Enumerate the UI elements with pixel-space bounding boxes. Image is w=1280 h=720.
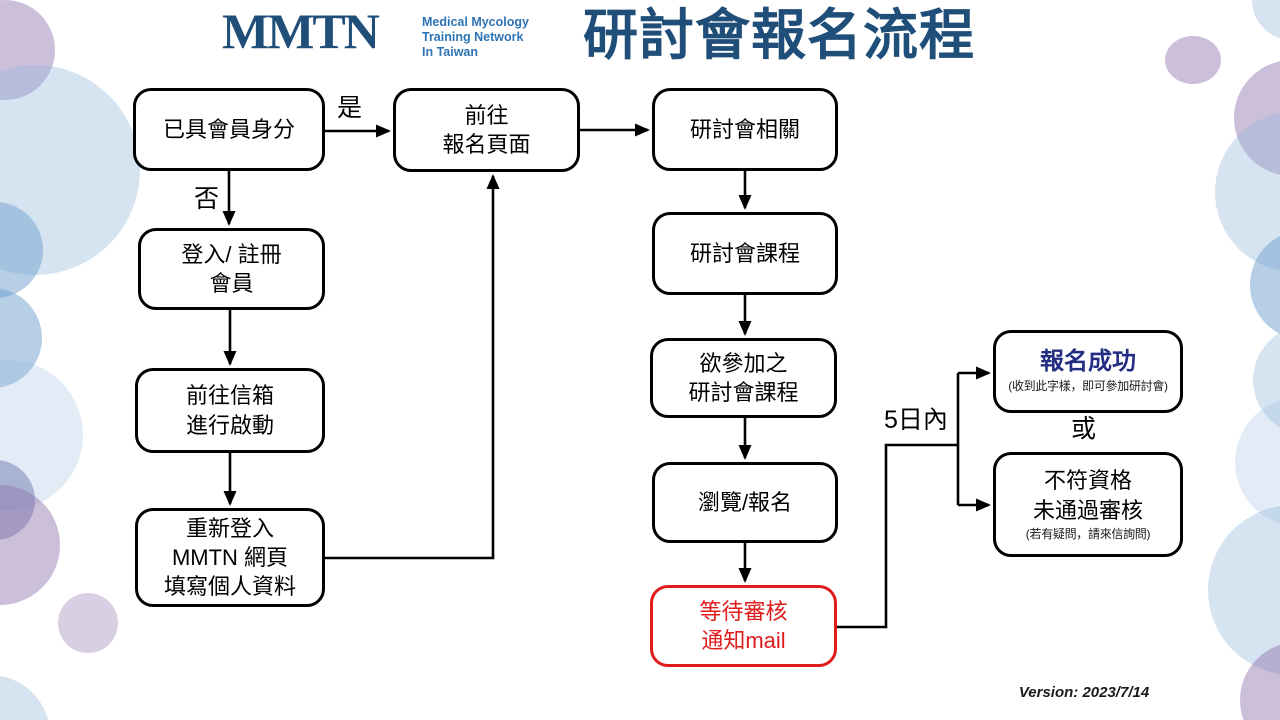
node-seminar-related: 研討會相關 <box>652 88 838 171</box>
node-seminar-courses: 研討會課程 <box>652 212 838 295</box>
label-within-5-days: 5日內 <box>884 406 948 434</box>
node-text: 不符資格 <box>1043 468 1132 494</box>
node-text: 欲參加之 <box>699 350 788 376</box>
node-browse-register: 瀏覽/報名 <box>652 462 838 543</box>
node-text: 登入/ 註冊 <box>181 241 282 267</box>
node-text: 通知mail <box>701 628 786 653</box>
node-text: 研討會課程 <box>689 240 800 266</box>
node-wait-review-mail: 等待審核 通知mail <box>650 585 837 667</box>
label-no: 否 <box>194 185 220 213</box>
node-text: 填寫個人資料 <box>163 574 296 600</box>
decor-circle <box>58 593 118 653</box>
node-relogin-fill-profile: 重新登入 MMTN 網頁 填寫個人資料 <box>135 508 325 607</box>
node-registration-success: 報名成功 (收到此字樣，即可參加研討會) <box>993 330 1183 413</box>
node-text: 報名頁面 <box>442 132 531 157</box>
node-text: 未通過審核 <box>1032 497 1143 523</box>
node-text: 前往信箱 <box>185 383 274 409</box>
node-text: 瀏覽/報名 <box>697 489 793 515</box>
node-goto-registration: 前往 報名頁面 <box>393 88 580 172</box>
mmtn-logo-subtitle: Medical Mycology Training Network In Tai… <box>422 15 529 59</box>
node-not-qualified: 不符資格 未通過審核 (若有疑問，請來信詢問) <box>993 452 1183 557</box>
node-text: 研討會課程 <box>688 380 799 405</box>
node-text: 重新登入 <box>185 515 274 541</box>
page-title: 研討會報名流程 <box>583 4 976 66</box>
node-text: 會員 <box>209 271 254 296</box>
connector-relogin-to-registration <box>325 174 500 560</box>
node-member-check: 已具會員身分 <box>133 88 325 171</box>
logo-subtitle-line2: Training Network <box>422 29 524 44</box>
node-text: 前往 <box>464 102 509 128</box>
node-text: 已具會員身分 <box>162 116 295 142</box>
node-desired-course: 欲參加之 研討會課程 <box>650 338 837 418</box>
node-text: 研討會相關 <box>689 116 800 142</box>
label-yes: 是 <box>337 94 363 122</box>
decor-circle <box>1165 36 1221 84</box>
node-text: 進行啟動 <box>185 412 274 438</box>
connector-wait-branch-trunk <box>837 443 958 629</box>
node-note: (收到此字樣，即可參加研討會) <box>1008 378 1168 393</box>
version-text: Version: 2023/7/14 <box>1018 684 1150 701</box>
mmtn-logo: MMTN <box>222 3 380 59</box>
node-title: 報名成功 <box>1040 348 1136 376</box>
node-text: MMTN 網頁 <box>171 544 289 570</box>
node-note: (若有疑問，請來信詢問) <box>1025 526 1151 541</box>
label-or: 或 <box>1071 415 1097 443</box>
logo-subtitle-line1: Medical Mycology <box>422 15 529 29</box>
logo-subtitle-line3: In Taiwan <box>422 44 479 59</box>
node-text: 等待審核 <box>699 598 788 624</box>
node-login-register: 登入/ 註冊 會員 <box>138 228 325 310</box>
node-activate-mailbox: 前往信箱 進行啟動 <box>135 368 325 453</box>
